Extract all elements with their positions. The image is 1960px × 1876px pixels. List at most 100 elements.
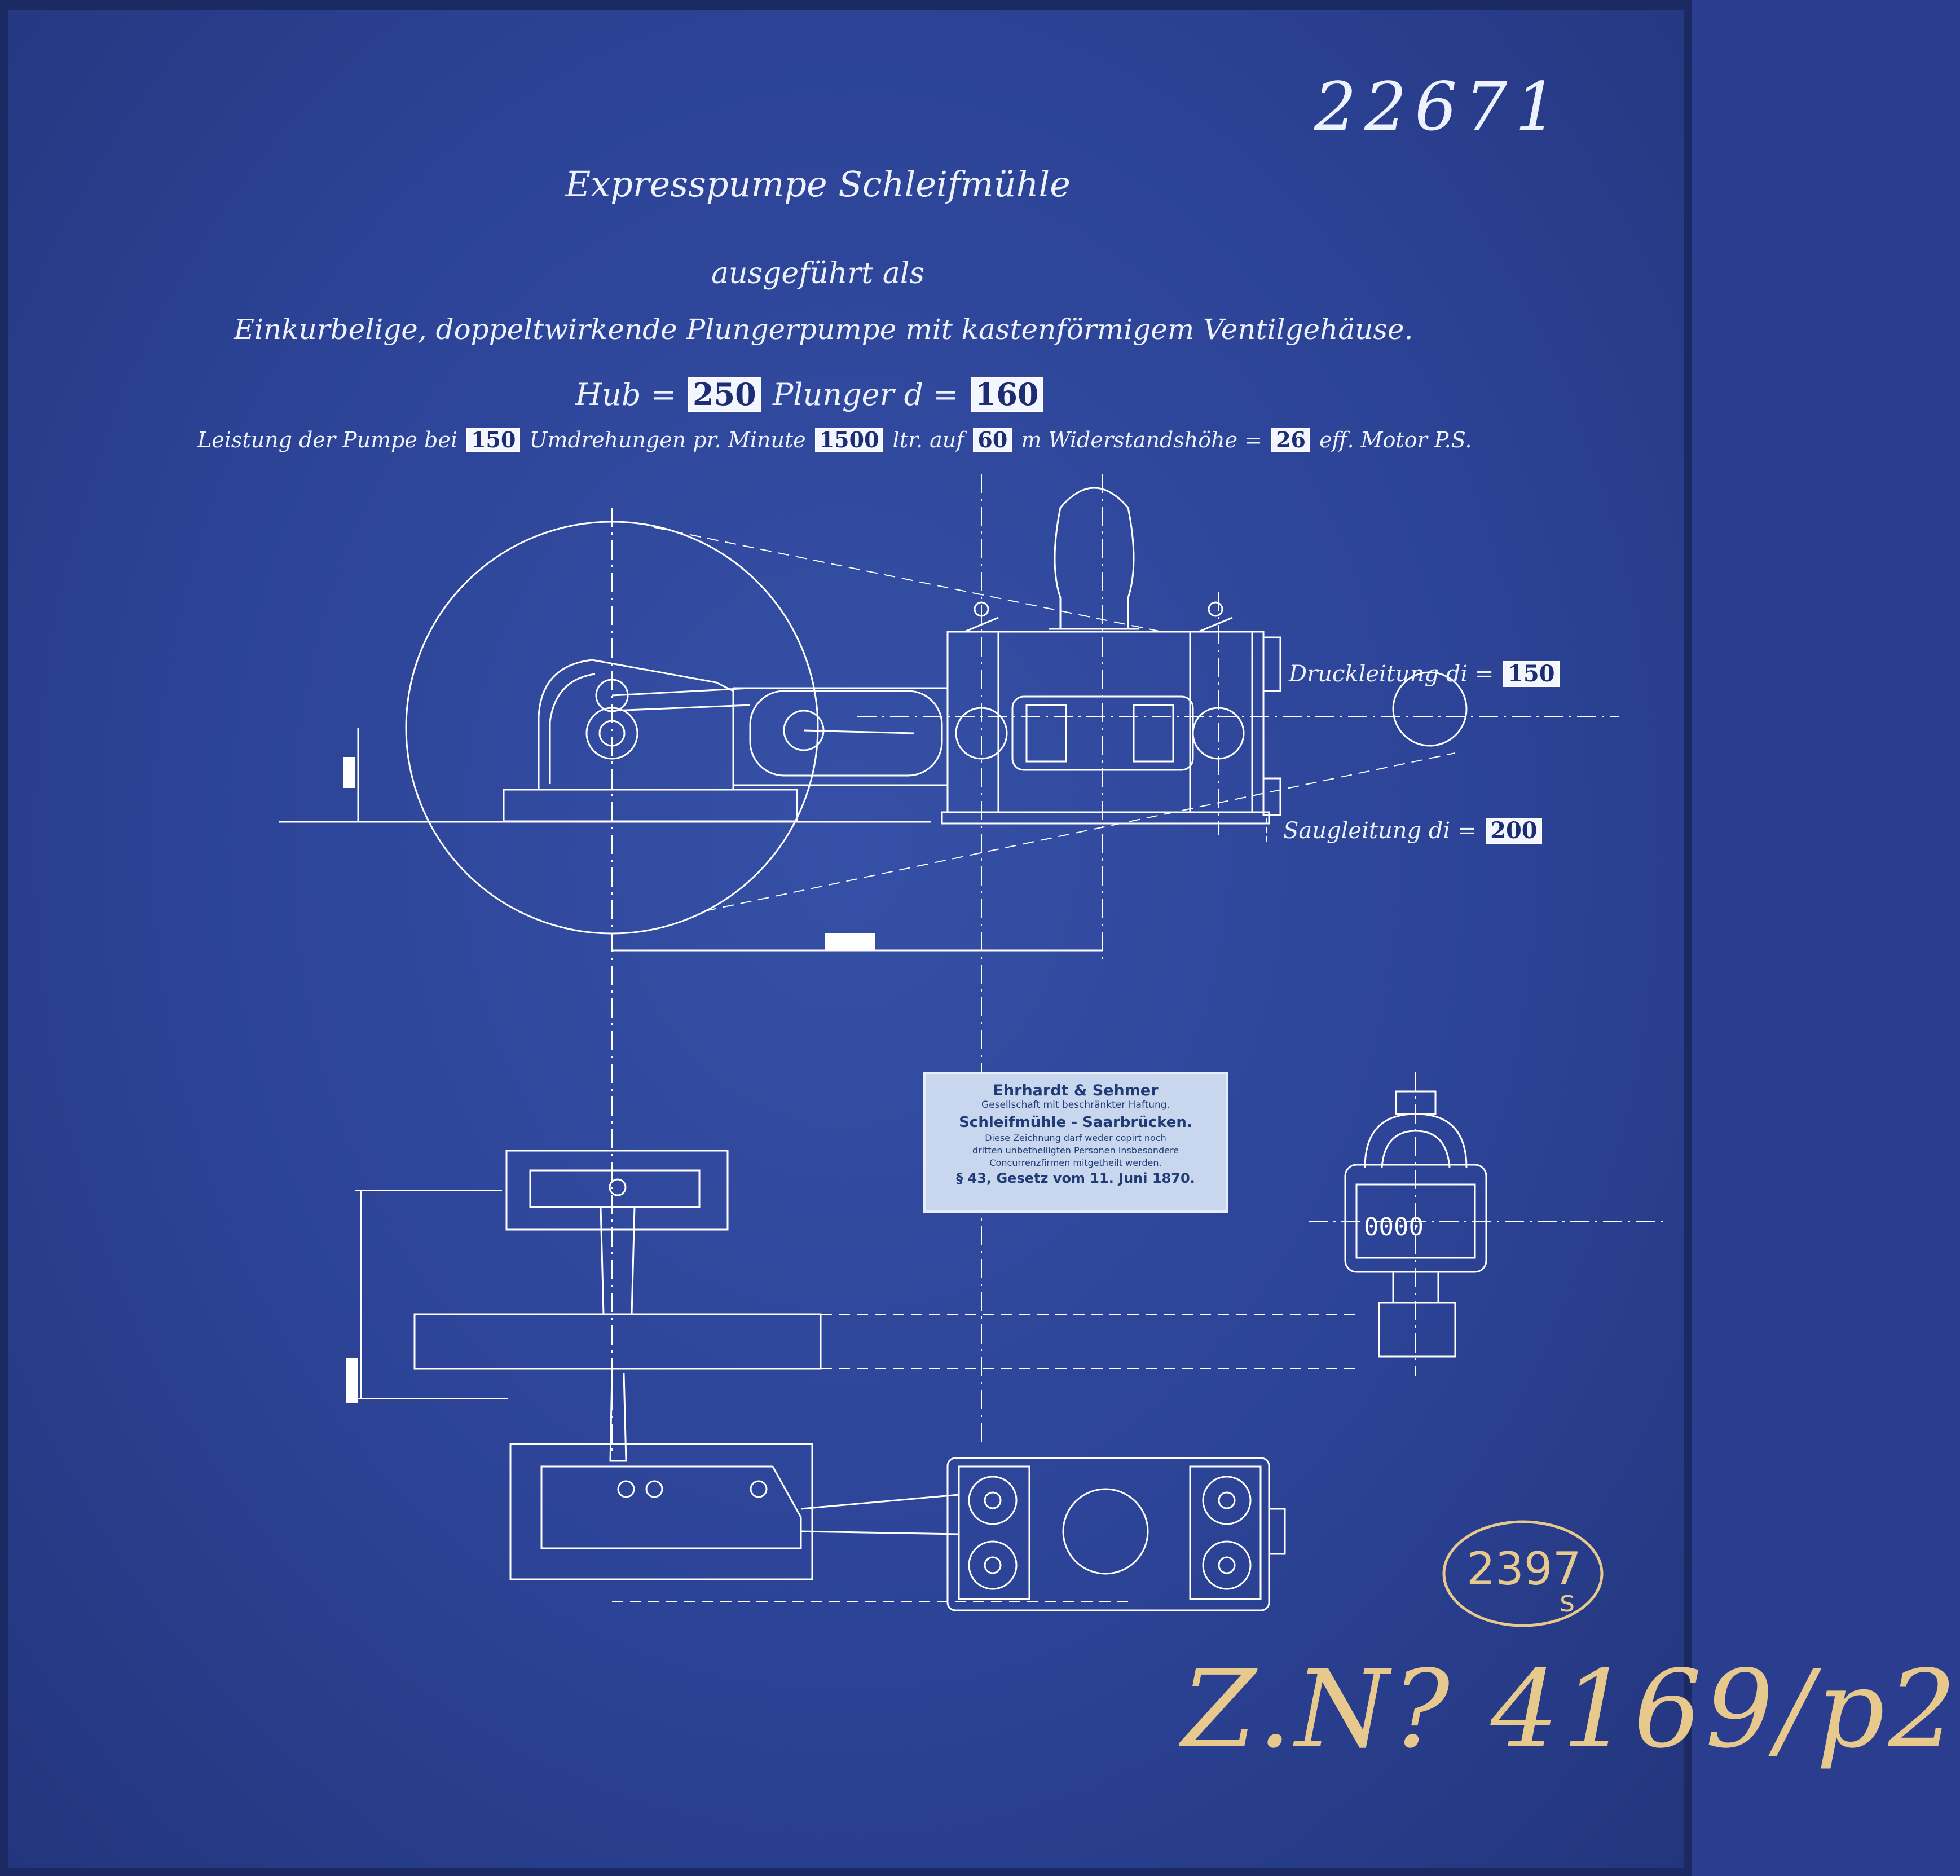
valve-plan-hub-3 <box>1218 1491 1236 1509</box>
dim-marker-plan <box>346 1358 358 1403</box>
archive-number: 2397 <box>1466 1543 1582 1595</box>
dim-marker-side <box>343 757 355 788</box>
technical-drawing: 0000 <box>279 474 1664 1611</box>
archive-suffix: s <box>1560 1585 1575 1619</box>
valve-left <box>955 707 1008 760</box>
valve-plan-2 <box>968 1540 1018 1590</box>
side-elevation <box>279 474 1619 1455</box>
valve-cover-bolt-left <box>974 601 989 617</box>
perf-text-1: Leistung der Pumpe bei <box>197 428 457 452</box>
suction-pipe-label: Saugleitung di = 200 <box>1283 818 1544 844</box>
hub-value: 250 <box>688 377 761 412</box>
shaft-lower <box>609 1373 627 1462</box>
perf-rpm: 150 <box>466 428 521 452</box>
plunger-value: 160 <box>970 377 1043 412</box>
air-chamber-plan <box>1062 1488 1149 1575</box>
crank-frame <box>538 659 734 790</box>
stamp-location: Schleifmühle - Saarbrücken. <box>959 1114 1192 1131</box>
valve-plan-4 <box>1202 1540 1252 1590</box>
crank-base-plate <box>503 789 798 822</box>
valve-chest-plan-left <box>958 1465 1030 1600</box>
crank-bolt-1 <box>617 1480 635 1498</box>
valve-chest-plan-right <box>1189 1465 1262 1600</box>
plan-view <box>355 1150 1359 1611</box>
top-edge <box>0 0 1692 10</box>
right-edge <box>1684 0 1692 1876</box>
gland-left <box>1025 704 1067 763</box>
valve-plan-1 <box>968 1476 1018 1525</box>
belt-line-bottom <box>704 752 1456 911</box>
stroke-plunger-specs: Hub = 250 Plunger d = 160 <box>575 377 1046 412</box>
perf-text-3: ltr. auf <box>892 428 964 452</box>
archive-circle-layer <box>1442 1520 1604 1627</box>
pressure-pipe-text: Druckleitung di = <box>1289 661 1494 687</box>
connecting-rod-bottom <box>611 704 751 712</box>
motor-pulley <box>1392 671 1468 747</box>
stamp-notice-line-2: dritten unbetheiligten Personen insbeson… <box>972 1145 1179 1156</box>
hub-label: Hub = <box>575 377 676 412</box>
bearing-bolt <box>609 1178 627 1196</box>
valve-cover-bolt-right <box>1208 601 1223 617</box>
bottom-edge <box>0 1868 1692 1876</box>
crank-base-plan <box>509 1443 813 1580</box>
archive-circle <box>1442 1520 1604 1627</box>
crank-bearing <box>585 707 638 760</box>
perf-text-5: eff. Motor P.S. <box>1319 428 1472 452</box>
end-body-inner <box>1355 1183 1476 1259</box>
end-valve-row: 0000 <box>1364 1213 1424 1241</box>
plunger-label: Plunger d = <box>772 377 959 412</box>
crank-frame-inner <box>549 673 596 784</box>
pressure-pipe-value: 150 <box>1503 661 1560 687</box>
gland-right <box>1133 704 1174 763</box>
pressure-pipe-label: Druckleitung di = 150 <box>1289 661 1562 687</box>
valve-plan-hub-4 <box>1218 1556 1236 1574</box>
flywheel-dashed-lower <box>406 521 818 934</box>
valve-plan-3 <box>1202 1476 1252 1525</box>
document-number: 22671 <box>1314 68 1566 146</box>
stamp-company-form: Gesellschaft mit beschränkter Haftung. <box>981 1099 1170 1111</box>
bearing-cap <box>529 1169 701 1208</box>
valve-cover-right <box>1198 616 1233 633</box>
end-dome <box>1364 1113 1468 1168</box>
performance-specs: Leistung der Pumpe bei 150 Umdrehungen p… <box>197 428 1472 452</box>
stamp-notice-line-3: Concurrenzfirmen mitgetheilt werden. <box>989 1157 1162 1168</box>
flywheel-plan <box>413 1313 822 1370</box>
perf-ps: 26 <box>1271 428 1310 452</box>
belt-line-top <box>654 527 1162 632</box>
pressure-flange-plan <box>1268 1508 1286 1555</box>
crank-bearing-inner <box>598 720 626 747</box>
dim-marker-bottom <box>825 933 875 950</box>
end-dome-inner <box>1381 1130 1451 1168</box>
connecting-rod-top <box>611 687 751 697</box>
bearing-pedestal <box>505 1150 729 1231</box>
valve-plan-hub-1 <box>984 1491 1002 1509</box>
stamp-notice-line-1: Diese Zeichnung darf weder copirt noch <box>985 1133 1166 1143</box>
valve-cover-left <box>964 616 999 633</box>
perf-text-2: Umdrehungen pr. Minute <box>529 428 806 452</box>
suction-flange <box>1262 777 1281 816</box>
perf-height: 60 <box>973 428 1012 452</box>
handwritten-reference: Z.N? 4169/p2 <box>1182 1647 1960 1772</box>
piston-rod <box>803 729 914 734</box>
stamp-company: Ehrhardt & Sehmer <box>993 1082 1159 1099</box>
end-view: 0000 <box>1309 1072 1664 1376</box>
crank-bolt-3 <box>750 1480 768 1498</box>
valve-plan-hub-2 <box>984 1556 1002 1574</box>
drawing-title: Expresspumpe Schleifmühle <box>565 164 1071 205</box>
company-stamp: Ehrhardt & Sehmer Gesellschaft mit besch… <box>923 1072 1228 1213</box>
drawing-description: Einkurbelige, doppeltwirkende Plungerpum… <box>234 313 1413 346</box>
drawing-subtitle: ausgeführt als <box>711 257 925 290</box>
stamp-law: § 43, Gesetz vom 11. Juni 1870. <box>956 1170 1195 1186</box>
left-edge <box>0 0 8 1876</box>
pressure-flange <box>1262 636 1281 692</box>
perf-text-4: m Widerstandshöhe = <box>1021 428 1262 452</box>
end-pulley <box>1378 1302 1456 1358</box>
suction-pipe-value: 200 <box>1486 818 1542 844</box>
pump-base <box>941 811 1270 825</box>
crank-frame-plan <box>540 1465 802 1549</box>
crosshead-guide <box>749 690 943 777</box>
air-chamber-dome <box>1054 487 1135 629</box>
suction-pipe-text: Saugleitung di = <box>1283 818 1477 844</box>
crank-bolt-2 <box>645 1480 663 1498</box>
